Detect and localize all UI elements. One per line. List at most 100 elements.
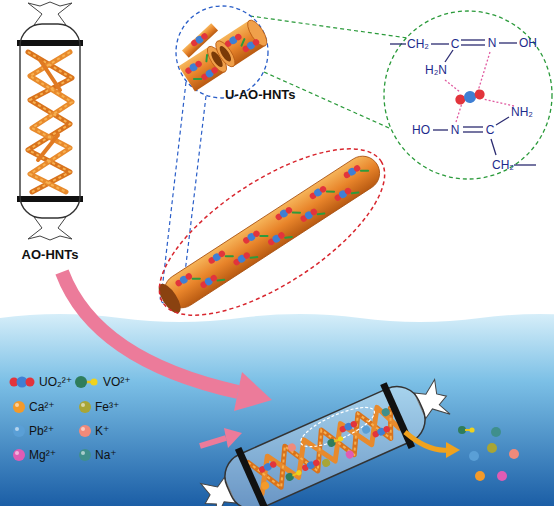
nanotube (192, 166, 376, 295)
legend-item: Pb²⁺ (12, 424, 54, 438)
cartridge-illustration (28, 2, 72, 25)
legend-item: UO₂²⁺ (8, 375, 72, 389)
legend-text: UO₂²⁺ (39, 375, 72, 389)
cartridge-illustration (28, 52, 72, 192)
uranyl-atom (26, 378, 35, 387)
tube-cross-section (184, 59, 204, 75)
ion-sphere (79, 449, 91, 461)
atom-label: H₂N (425, 63, 447, 77)
nanotube (308, 184, 328, 200)
nanotube (267, 231, 287, 247)
legend-item: Mg²⁺ (12, 448, 56, 462)
cartridge-illustration (28, 217, 72, 240)
nanotube (274, 205, 294, 221)
water-cartridge (361, 424, 372, 435)
chelation-structure (474, 88, 486, 100)
node-label: AO-HNTs (10, 247, 90, 262)
nanotube (285, 234, 292, 240)
sphere-highlight (81, 403, 85, 407)
node-outline (140, 85, 405, 320)
chelation-structure (454, 87, 486, 106)
water-cartridge (321, 458, 332, 469)
flow-arrow (62, 272, 272, 448)
chelation-structure (456, 103, 462, 122)
nanotube (318, 211, 325, 217)
zoom-line (264, 72, 398, 132)
chelation-structure (384, 11, 552, 179)
sphere-highlight (81, 427, 85, 431)
outflow-arrow (405, 432, 460, 458)
water-cartridge (260, 480, 271, 491)
chelation-structure (483, 99, 514, 106)
atom-label: C (486, 123, 495, 137)
ion-sphere (79, 401, 91, 413)
nanotube (174, 272, 194, 288)
nanotube (242, 229, 262, 245)
water-cartridge (235, 447, 270, 506)
water-cartridge (380, 407, 391, 418)
tube-cross-section (182, 23, 218, 58)
sphere-highlight (15, 427, 19, 431)
atom-label: N (451, 123, 460, 137)
nanotube (232, 251, 252, 267)
zoom-line (162, 82, 186, 290)
chelation-structure (463, 131, 483, 132)
chelation-structure (463, 90, 478, 105)
water-cartridge (296, 400, 379, 454)
water-cartridge (287, 442, 298, 453)
chelation-structure (496, 117, 509, 125)
nanotube (293, 209, 300, 216)
water-cartridge (248, 401, 402, 496)
atom-label: NH₂ (511, 105, 533, 119)
nanotube (199, 273, 219, 289)
released-ions (497, 471, 507, 481)
water-cartridge (190, 362, 460, 506)
legend-text: K⁺ (95, 424, 109, 438)
tube-cross-section (187, 33, 250, 82)
tube-cross-section (223, 32, 243, 48)
nanotube (193, 275, 200, 282)
cartridge-illustration (38, 135, 58, 160)
legend-swatch (78, 400, 92, 414)
nanotube-zoom-node: U-AO-HNTs (140, 85, 405, 320)
cartridge-illustration (17, 196, 83, 202)
released-ions (469, 451, 479, 461)
ion-sphere (13, 425, 25, 437)
legend-item: Fe³⁺ (78, 400, 119, 414)
nanotube (342, 163, 362, 179)
cartridge-node: AO-HNTs (10, 0, 90, 262)
nanotube (226, 253, 233, 260)
legend-item: K⁺ (78, 424, 109, 438)
water-cartridge (301, 458, 321, 472)
chelation-structure (491, 139, 496, 155)
chelation-structure (445, 50, 453, 62)
legend-swatch (78, 424, 92, 438)
outflow-arrow (405, 432, 448, 450)
nanotube (299, 207, 319, 223)
legend-item: Ca²⁺ (12, 400, 55, 414)
water-cartridge (344, 449, 355, 460)
flow-arrow (234, 372, 272, 411)
chelation-structure (445, 80, 460, 92)
flow-arrow (224, 428, 242, 448)
tube-cross-section (169, 2, 271, 92)
sphere-highlight (15, 451, 19, 455)
tube-cross-section (204, 55, 210, 61)
atom-label: HO (412, 123, 430, 137)
cartridge-illustration (17, 2, 83, 240)
cartridge-illustration (20, 24, 80, 218)
ion-sphere (79, 425, 91, 437)
ion-sphere (13, 401, 25, 413)
tube-cross-section (169, 2, 271, 98)
chelation-structure (431, 43, 449, 44)
atom-label: OH (519, 36, 537, 50)
water-cartridge (249, 402, 401, 493)
atom-label: CH₂ (407, 37, 429, 51)
cartridge-illustration (30, 52, 72, 192)
uranyl-symbol (8, 375, 36, 389)
tube-cross-section (176, 6, 268, 98)
ion-sphere (13, 449, 25, 461)
atom-label: CH₂ (492, 158, 514, 172)
node-label: U-AO-HNTs (225, 87, 296, 102)
chelation-structure (390, 43, 406, 44)
